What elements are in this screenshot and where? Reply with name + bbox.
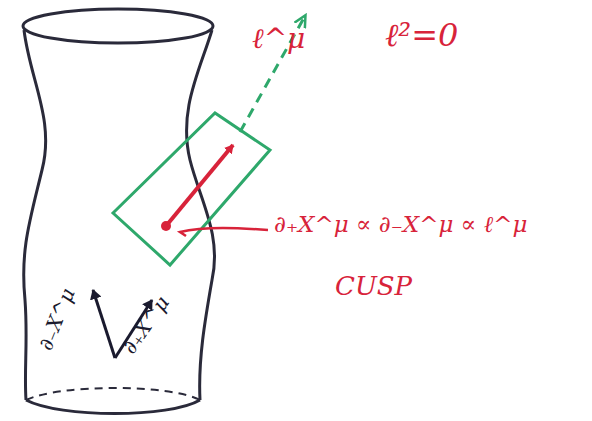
tube-right-side [187, 30, 215, 400]
tube-bottom [26, 400, 200, 414]
tangent-plus-label: ∂₊X^μ [118, 292, 173, 358]
vector-label: ℓ^μ [252, 24, 305, 55]
tangent-plane [113, 113, 270, 265]
cusp-label: CUSP [335, 272, 412, 301]
cusp-point [161, 221, 171, 231]
tangent-minus-label: ∂₋X^μ [34, 285, 79, 353]
null-condition: ℓ²=0 [385, 18, 458, 53]
tangent-arrow-minus [93, 290, 115, 358]
tube-bottom-hidden [26, 388, 200, 400]
cusp-vector [166, 145, 233, 226]
cusp-condition: ∂₊X^μ ∝ ∂₋X^μ ∝ ℓ^μ [274, 212, 527, 237]
leader-line [180, 228, 268, 236]
null-direction [240, 16, 305, 132]
tube-top [23, 9, 213, 43]
